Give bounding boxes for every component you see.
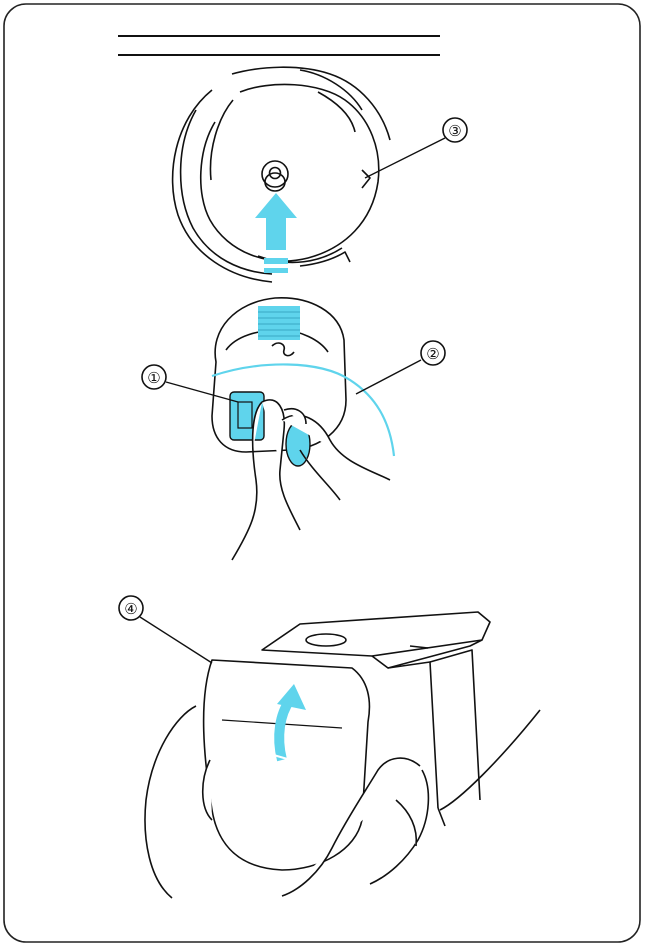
callout-1: ① (142, 365, 238, 402)
callout-4: ④ (119, 596, 212, 663)
callout-4-label: ④ (124, 600, 137, 618)
bobbin-thread (258, 306, 300, 340)
callout-2-label: ② (426, 345, 439, 363)
spindle-post (262, 161, 288, 187)
callout-1-label: ① (147, 369, 160, 387)
callout-3-label: ③ (448, 122, 461, 140)
hook-cover (204, 660, 370, 870)
callout-3: ③ (365, 118, 467, 178)
callout-2: ② (356, 341, 445, 394)
hand-figure-upper (232, 400, 390, 560)
